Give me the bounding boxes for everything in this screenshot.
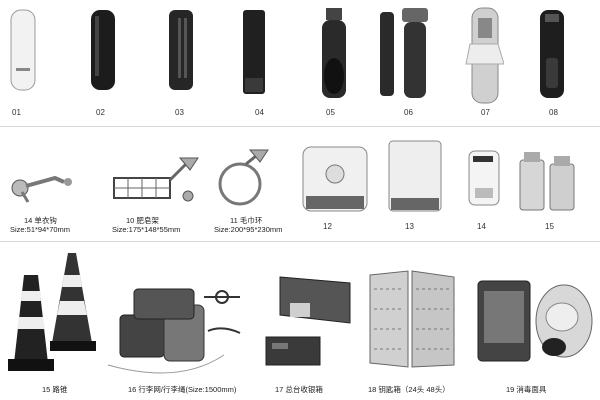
luggage-net-image — [104, 275, 254, 375]
product-row-3: 15 路锥 16 行李网/行李绳(Size:1500mm) 17 总台收银箱 1… — [0, 243, 600, 400]
product-15-image — [516, 150, 580, 214]
product-04-image — [240, 8, 270, 98]
product-14-number: 14 — [477, 222, 486, 231]
product-01-number: 01 — [12, 108, 21, 117]
product-04-number: 04 — [255, 108, 264, 117]
product-row-2: 14 单衣钩 Size:51*94*70mm 10 肥皂架 Size:175*1… — [0, 128, 600, 240]
towel-ring-label: 11 毛巾环 — [230, 216, 263, 225]
cash-box-image — [262, 273, 354, 373]
key-box-label: 18 钥匙箱（24头 48头） — [368, 385, 450, 394]
product-05-number: 05 — [326, 108, 335, 117]
product-12-number: 12 — [323, 222, 332, 231]
towel-ring-size: Size:200*95*230mm — [214, 225, 283, 234]
product-03-number: 03 — [175, 108, 184, 117]
soap-rack-image — [108, 156, 200, 212]
product-05-image — [312, 6, 352, 101]
product-13-image — [386, 138, 444, 214]
product-15-number: 15 — [545, 222, 554, 231]
gas-mask-image — [474, 277, 598, 369]
soap-rack-size: Size:175*148*55mm — [112, 225, 181, 234]
cash-box-label: 17 总台收银箱 — [275, 385, 323, 394]
product-12-image — [300, 144, 370, 214]
row-divider-1 — [0, 126, 600, 127]
product-08-image — [536, 8, 568, 100]
product-13-number: 13 — [405, 222, 414, 231]
towel-ring-image — [216, 148, 272, 210]
product-03-image — [166, 8, 196, 93]
product-07-image — [464, 4, 504, 104]
product-06-image — [378, 6, 433, 101]
robe-hook-image — [10, 168, 74, 204]
product-07-number: 07 — [481, 108, 490, 117]
product-row-1: 01 02 03 04 05 06 07 08 — [0, 0, 600, 125]
road-cone-image — [4, 251, 100, 379]
luggage-net-label: 16 行李网/行李绳(Size:1500mm) — [128, 385, 237, 394]
robe-hook-label: 14 单衣钩 — [24, 216, 57, 225]
soap-rack-label: 10 肥皂架 — [126, 216, 159, 225]
road-cone-label: 15 路锥 — [42, 385, 68, 394]
product-02-image — [88, 8, 118, 93]
product-02-number: 02 — [96, 108, 105, 117]
product-08-number: 08 — [549, 108, 558, 117]
product-01-image — [8, 8, 38, 93]
robe-hook-size: Size:51*94*70mm — [10, 225, 71, 234]
product-06-number: 06 — [404, 108, 413, 117]
key-box-image — [364, 269, 460, 373]
gas-mask-label: 19 消毒面具 — [506, 385, 547, 394]
row-divider-2 — [0, 241, 600, 242]
product-14-image — [466, 148, 502, 208]
